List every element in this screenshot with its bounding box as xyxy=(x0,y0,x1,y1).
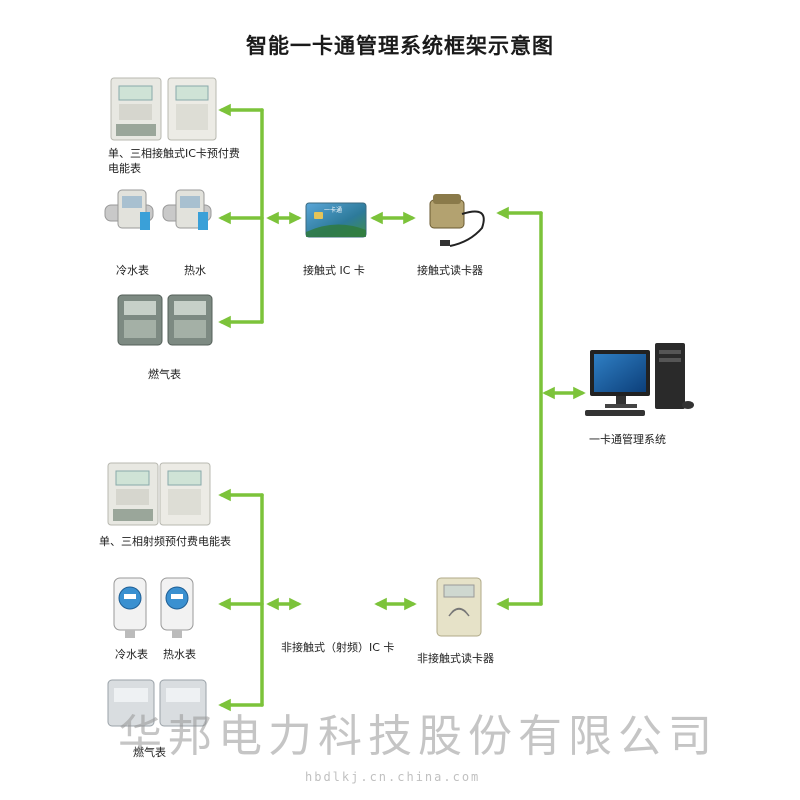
page-title: 智能一卡通管理系统框架示意图 xyxy=(246,34,554,58)
rf-gas-meter-icon xyxy=(107,679,207,727)
rf-reader-label: 非接触式读卡器 xyxy=(417,652,494,665)
ic-card-label: 接触式 IC 卡 xyxy=(303,264,365,277)
rf-cold-water-label: 冷水表 xyxy=(115,648,148,661)
card-reader-icon xyxy=(429,194,485,247)
hot-water-label: 热水 xyxy=(184,264,206,277)
contact-reader-label: 接触式读卡器 xyxy=(417,264,483,277)
watermark-url: hbdlkj.cn.china.com xyxy=(305,770,481,784)
contact-connectors xyxy=(218,103,586,611)
rf-connectors xyxy=(218,488,417,712)
rf-card-label: 非接触式（射频）IC 卡 xyxy=(281,641,395,654)
rf-water-meter-icon xyxy=(113,577,194,638)
ic-card-icon xyxy=(305,202,367,238)
management-system-label: 一卡通管理系统 xyxy=(589,433,666,446)
rf-electric-meter-label: 单、三相射频预付费电能表 xyxy=(99,535,231,548)
computer-icon xyxy=(585,343,694,416)
electric-meter-icon xyxy=(110,77,217,141)
water-meter-icon xyxy=(104,189,212,230)
card-face-text: 一卡通 xyxy=(324,206,342,214)
rf-reader-icon xyxy=(436,577,482,637)
cold-water-label: 冷水表 xyxy=(116,264,149,277)
rf-electric-meter-icon xyxy=(107,462,211,526)
company-watermark: 华邦电力科技股份有限公司 xyxy=(118,711,718,762)
rf-gas-meter-label: 燃气表 xyxy=(133,746,166,759)
gas-meter-icon xyxy=(117,294,213,346)
rf-hot-water-label: 热水表 xyxy=(163,648,196,661)
electric-meter-label: 单、三相接触式IC卡预付费电能表 xyxy=(108,147,240,175)
gas-meter-label: 燃气表 xyxy=(148,368,181,381)
